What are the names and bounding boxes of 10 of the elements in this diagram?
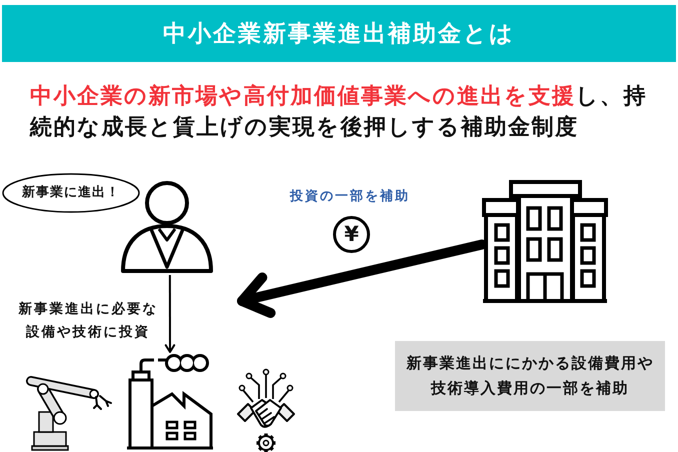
factory-icon: [126, 352, 214, 450]
person-icon: [118, 179, 216, 275]
arrow: [164, 275, 176, 353]
title-text: 中小企業新事業進出補助金とは: [163, 20, 515, 48]
info-panel: 新事業進出ににかかる設備費用や技術導入費用の一部を補助: [395, 341, 665, 411]
subtitle-text: 中小企業の新市場や高付加価値事業への進出を支援し、持続的な成長と賃上げの実現を後押しする補助金制度: [30, 82, 648, 142]
yen-coin: ¥: [333, 216, 370, 253]
bubble-text: 新事業に進出！: [22, 184, 120, 202]
building-icon: [482, 179, 608, 305]
speech-bubble: [2, 173, 140, 213]
